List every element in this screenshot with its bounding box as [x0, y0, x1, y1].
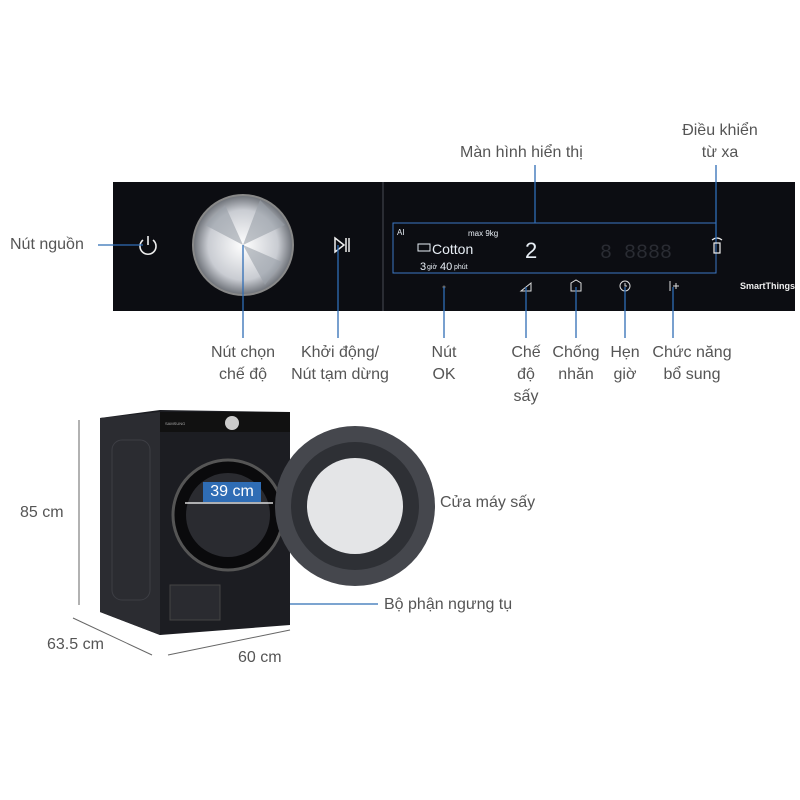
label-condenser: Bộ phận ngưng tụ: [384, 596, 513, 613]
program-name: Cotton: [432, 241, 473, 257]
extra-function-icon[interactable]: [669, 281, 679, 291]
play-pause-icon[interactable]: [334, 236, 350, 254]
label-depth: 63.5 cm: [47, 636, 104, 653]
label-dial: Nút chọn chế độ: [195, 342, 291, 386]
label-remote-line1: Điều khiển: [682, 122, 758, 139]
label-start-line2: Nút tạm dừng: [291, 366, 389, 383]
label-door-diameter: 39 cm: [210, 483, 254, 500]
label-remote: Điều khiển từ xa: [670, 120, 770, 164]
time-minutes-unit: phút: [454, 264, 468, 271]
label-width: 60 cm: [238, 649, 282, 666]
label-anti-wrinkle: Chống nhăn: [546, 342, 606, 386]
label-power: Nút nguồn: [10, 236, 84, 253]
label-timer: Hẹn giờ: [602, 342, 648, 386]
time-hours: 3: [420, 261, 426, 273]
dimension-lines: [72, 420, 291, 656]
label-ok-line2: OK: [432, 366, 456, 383]
label-remote-line2: từ xa: [701, 144, 739, 161]
label-mode-line1: Chế: [511, 344, 541, 361]
label-wrinkle-line1: Chống: [552, 344, 600, 361]
label-extra-line2: bổ sung: [663, 366, 721, 383]
label-extra-line1: Chức năng: [652, 344, 732, 361]
label-mode-line2: độ: [517, 366, 535, 383]
time-minutes: 40: [440, 261, 452, 273]
remote-icon: [711, 237, 723, 254]
max-load: max 9kg: [468, 229, 498, 238]
label-timer-line2: giờ: [613, 366, 637, 383]
label-door: Cửa máy sấy: [440, 494, 536, 511]
label-height: 85 cm: [20, 504, 64, 521]
label-start-line1: Khởi động/: [300, 344, 380, 361]
label-extra: Chức năng bổ sung: [643, 342, 741, 386]
label-start: Khởi động/Nút tạm dừng: [284, 342, 396, 386]
display-digit: 2: [525, 238, 537, 263]
anti-wrinkle-icon[interactable]: [570, 279, 582, 292]
label-dial-line1: Nút chọn: [210, 344, 276, 361]
washer-brand: SAMSUNG: [165, 421, 185, 426]
time-hours-unit: giờ: [427, 264, 437, 271]
label-ok-line1: Nút: [431, 344, 457, 361]
label-timer-line1: Hẹn: [610, 344, 640, 361]
label-dry-mode: Chế độ sấy: [501, 342, 551, 408]
power-icon[interactable]: [139, 236, 157, 255]
svg-text:8 8888: 8 8888: [600, 242, 672, 265]
label-mode-line3: sấy: [513, 388, 539, 405]
door-diameter-box: [203, 482, 261, 502]
label-dial-line2: chế độ: [218, 366, 268, 383]
smartthings-logo: SmartThings: [740, 281, 795, 291]
ai-badge: AI: [397, 228, 405, 237]
label-display: Màn hình hiển thị: [460, 144, 583, 161]
display-screen: [392, 222, 717, 274]
label-wrinkle-line2: nhăn: [558, 366, 594, 383]
